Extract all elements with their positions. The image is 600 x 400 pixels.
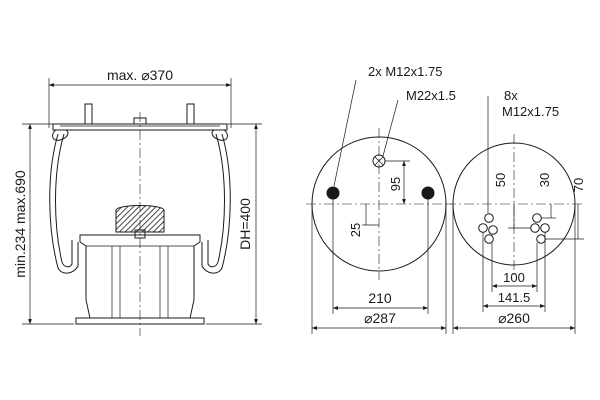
diameter-260-label: ⌀260 (498, 310, 530, 326)
air-inlet-fitting (133, 117, 147, 125)
bottom-hole-1 (484, 213, 494, 223)
stud-callout: 2x M12x1.75 (368, 64, 442, 79)
stud-hole-right (421, 186, 435, 200)
top-stud-left (84, 103, 93, 125)
height-range-label: min.234 max.690 (12, 170, 28, 278)
top-plate-view: 2x M12x1.75 M22x1.5 95 25 210 ⌀287 (306, 64, 456, 334)
diameter-287-label: ⌀287 (364, 310, 396, 326)
top-width-label: max. ⌀370 (107, 67, 173, 83)
crimp-left (52, 129, 69, 141)
offset-25-label: 25 (348, 223, 363, 237)
bump-stop (115, 205, 165, 233)
offset-95-label: 95 (388, 177, 403, 191)
top-plate (52, 123, 228, 131)
bellows-inner-right (207, 133, 225, 268)
bellows-outline-left (49, 133, 79, 274)
bottom-plate-view: 8x M12x1.75 50 30 70 100 141.5 ⌀260 (446, 88, 586, 334)
spacing-141-label: 141.5 (498, 290, 531, 305)
bottom-hole-4 (484, 234, 494, 244)
bellows-outline-right (201, 133, 231, 274)
bolt-spacing-label: 210 (368, 290, 392, 306)
offset-30-label: 30 (537, 173, 552, 187)
bump-stop-bolt (134, 229, 146, 239)
offset-50-label: 50 (493, 173, 508, 187)
stud-hole-left (326, 186, 340, 200)
bottom-hole-7 (540, 223, 550, 233)
hole-thread-label: M12x1.75 (502, 104, 559, 119)
bellows-inner-left (55, 133, 73, 268)
bottom-hole-8 (536, 234, 546, 244)
stud-callout-leader (333, 79, 357, 187)
spacing-100-label: 100 (503, 270, 525, 285)
hole-count-label: 8x (504, 88, 518, 103)
bottom-hole-3 (488, 225, 498, 235)
air-inlet-leader (382, 99, 399, 157)
bottom-hole-2 (478, 223, 488, 233)
piston-base (75, 317, 205, 325)
air-inlet-cross-b (374, 156, 384, 166)
bottom-hole-5 (532, 213, 542, 223)
air-inlet-callout: M22x1.5 (406, 88, 456, 103)
crimp-right (211, 129, 228, 141)
side-view: max. ⌀370 min.234 max.690 (12, 67, 262, 336)
design-height-label: DH=400 (237, 198, 253, 250)
bottom-hole-6 (530, 223, 540, 233)
top-stud-right (186, 103, 195, 125)
offset-70-label: 70 (571, 178, 586, 192)
